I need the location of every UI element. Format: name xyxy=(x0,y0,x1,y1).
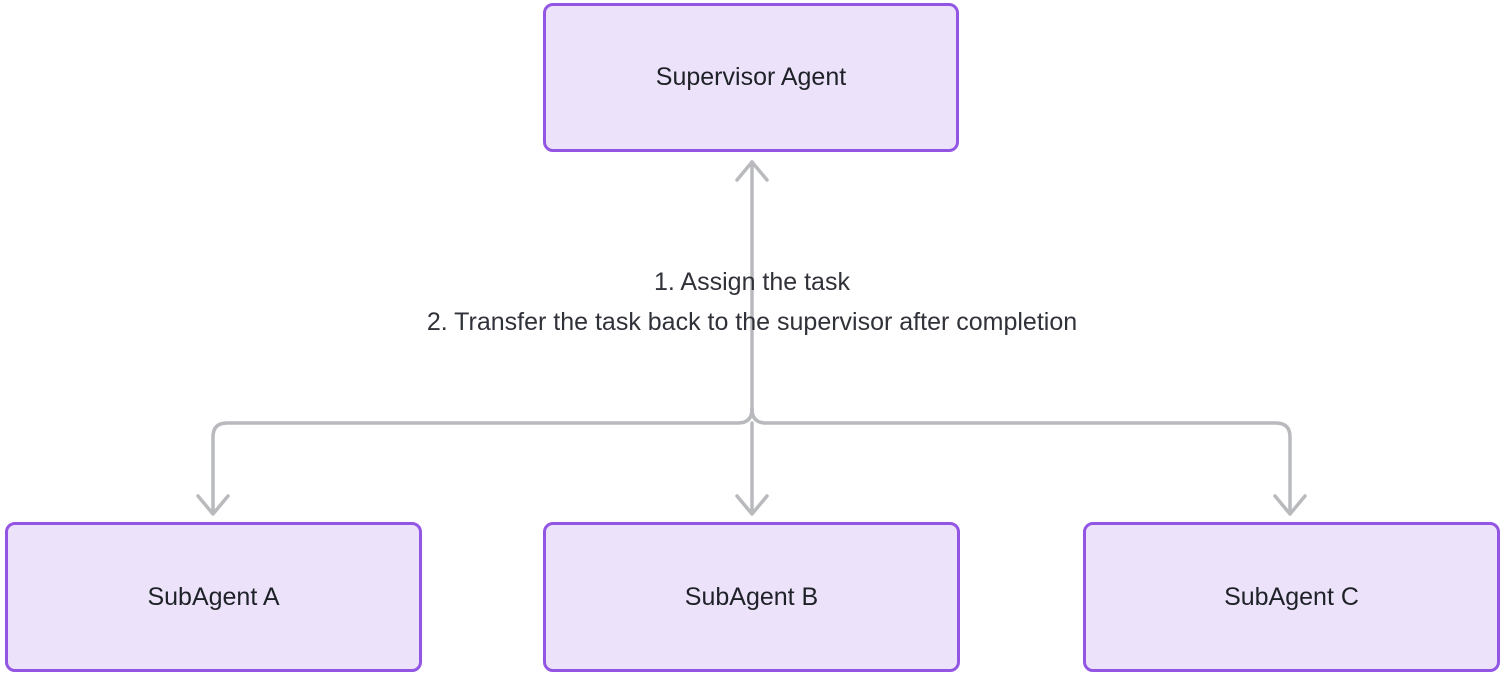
arrowhead-down-icon xyxy=(735,494,769,516)
arrowhead-down-icon xyxy=(196,494,230,516)
edge-branch-subagent-c xyxy=(750,407,1292,513)
node-subagent-c: SubAgent C xyxy=(1083,522,1500,672)
node-label: SubAgent B xyxy=(684,582,819,611)
edge-label-line-1: 1. Assign the task xyxy=(654,268,850,296)
node-label: SubAgent C xyxy=(1224,582,1359,611)
node-subagent-b: SubAgent B xyxy=(543,522,960,672)
node-subagent-a: SubAgent A xyxy=(5,522,422,672)
edge-label-line-2: 2. Transfer the task back to the supervi… xyxy=(426,308,1078,336)
arrowhead-up-icon xyxy=(735,160,769,182)
edge-label: 1. Assign the task 2. Transfer the task … xyxy=(252,262,1252,342)
edge-branch-subagent-a xyxy=(211,407,754,513)
node-label: Supervisor Agent xyxy=(655,63,847,91)
arrowhead-down-icon xyxy=(1273,494,1307,516)
node-label: SubAgent A xyxy=(147,582,280,611)
node-supervisor-agent: Supervisor Agent xyxy=(543,3,959,152)
